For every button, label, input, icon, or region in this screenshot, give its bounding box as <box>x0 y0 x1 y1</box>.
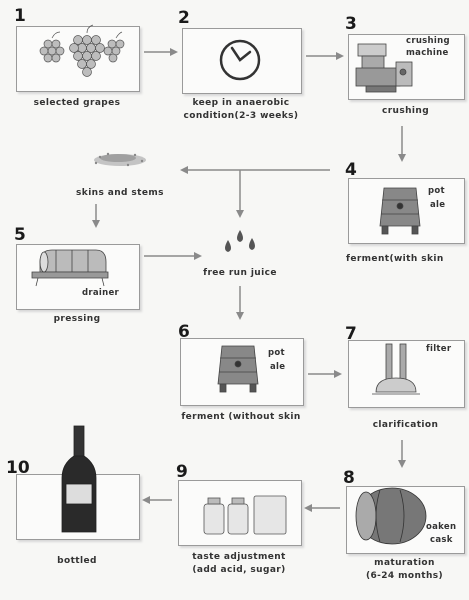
step-9-caption-line2: (add acid, sugar) <box>192 565 286 575</box>
step-8-number: 8 <box>343 468 355 488</box>
clock-icon <box>219 39 261 81</box>
step-8-inner-label-line1: oaken <box>426 522 457 532</box>
step-1-number: 1 <box>14 6 26 26</box>
step-2-caption-line2: condition(2-3 weeks) <box>183 111 299 121</box>
crushing-machine-icon <box>355 43 413 93</box>
cask-icon <box>355 487 427 545</box>
step-10-caption: bottled <box>57 556 97 566</box>
step-8-caption-line2: (6-24 months) <box>365 571 444 581</box>
pot-icon <box>217 345 259 393</box>
step-5-caption: pressing <box>53 314 101 324</box>
step-2-box <box>182 28 302 94</box>
skins-and-stems-icon <box>94 152 146 167</box>
step-2-number: 2 <box>178 8 190 28</box>
step-1-caption: selected grapes <box>33 98 121 108</box>
step-3-caption: crushing <box>381 106 430 116</box>
free-run-juice-label: free run juice <box>203 268 277 278</box>
step-9-number: 9 <box>176 462 188 482</box>
step-6-number: 6 <box>178 322 190 342</box>
step-4-caption: ferment(with skin <box>346 254 444 264</box>
step-7-number: 7 <box>345 324 357 344</box>
drainer-icon <box>31 249 109 287</box>
step-3-inner-label-line2: machine <box>406 48 449 58</box>
step-6-inner-label-line2: ale <box>270 362 286 372</box>
step-8-inner-label-line2: cask <box>430 535 453 545</box>
wine-bottle-icon <box>61 425 97 533</box>
step-6-inner-label-line1: pot <box>268 348 285 358</box>
step-8-caption-line1: maturation <box>374 558 435 568</box>
juice-drops-icon <box>225 230 255 252</box>
step-4-inner-label-line1: pot <box>428 186 445 196</box>
grapes-icon <box>39 24 125 77</box>
step-2-caption-line1: keep in anaerobic <box>192 98 290 108</box>
step-5-number: 5 <box>14 225 26 245</box>
step-7-caption: clarification <box>372 420 439 430</box>
step-3-inner-label-line1: crushing <box>406 36 450 46</box>
step-7-box <box>348 340 465 408</box>
pot-icon <box>379 187 421 235</box>
step-3-number: 3 <box>345 14 357 34</box>
step-4-inner-label-line2: ale <box>430 200 446 210</box>
step-7-inner-label: filter <box>426 344 452 354</box>
skins-and-stems-label: skins and stems <box>76 188 164 198</box>
filter-icon <box>372 343 420 395</box>
jars-icon <box>203 495 287 535</box>
step-10-number: 10 <box>6 458 30 478</box>
step-6-caption: ferment (without skin <box>181 412 301 422</box>
step-4-number: 4 <box>345 160 357 180</box>
step-5-inner-label: drainer <box>82 288 120 298</box>
step-9-caption-line1: taste adjustment <box>192 552 286 562</box>
